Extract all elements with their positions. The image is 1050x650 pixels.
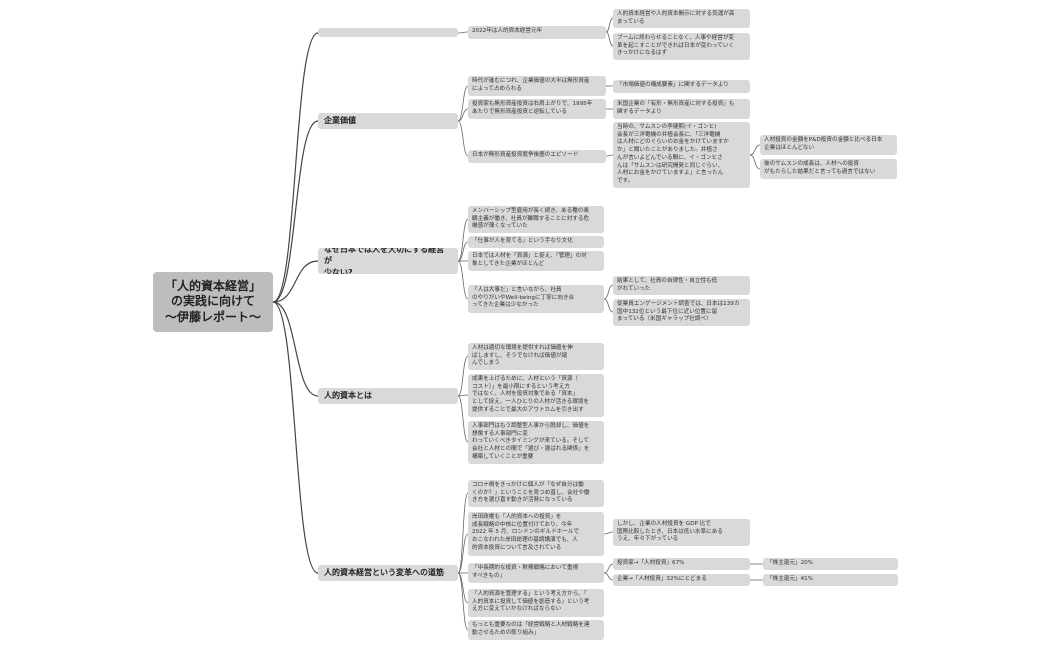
topic-kiun[interactable]: 人的資本経営や人的資本開示に対する気運が高 まっている	[613, 9, 750, 28]
connector-line	[603, 298, 614, 313]
topic-shigoto[interactable]: 「仕事が人を育てる」という手なり文化	[468, 236, 604, 248]
connector-line	[272, 32, 319, 303]
connector-line	[272, 120, 319, 303]
topic-gdp-hikaku[interactable]: しかし、企業の人材投資を GDP 比で 国際比較したとき、日本は低い水準にある …	[613, 519, 750, 546]
connector-line	[749, 154, 761, 170]
topic-beikoku[interactable]: 米国企業の「有形・無形資産に対する投資」も 関するデータより	[613, 99, 750, 119]
connector-line	[272, 260, 319, 303]
connector-line	[457, 241, 469, 262]
connector-line	[605, 17, 614, 33]
topic-toshika-67[interactable]: 投資家→「人材投資」67%	[613, 558, 750, 570]
topic-toshika-1995[interactable]: 投資家も無形資産投資は右肩上がりで、1995年 あたりで無形資産投資と逆転してい…	[468, 99, 606, 119]
topic-membership[interactable]: メンバーシップ型雇用が長く続き、ある種の楽 観主義が働き、社員が離職することに対…	[468, 206, 604, 233]
branch-henkaku[interactable]: 人的資本経営という変革への道筋	[318, 565, 458, 581]
connector-line	[603, 531, 614, 535]
topic-kanri-kara-toshi[interactable]: 「人的資源を管理する」という考え方から、「 人的資本に投資して価値を創造する」と…	[468, 589, 604, 617]
connector-line	[457, 31, 469, 34]
topic-jiritsu[interactable]: 結果として、社員の自律性・自立性も低 がれていった	[613, 276, 750, 295]
branch-empty-topic[interactable]	[318, 28, 458, 37]
connector-line	[457, 120, 469, 157]
topic-shijo-kachi[interactable]: 「市場価値の構成要素」に関するデータより	[613, 80, 750, 93]
branch-naze-nihon[interactable]: なぜ日本では人を大切にする経営が 少ない?	[318, 248, 458, 274]
branch-kigyo-kachi[interactable]: 企業価値	[318, 113, 458, 129]
topic-2022-gannen[interactable]: 2022年は人的資本経営元年	[468, 26, 606, 39]
root-topic[interactable]: 「人的資本経営」 の実践に向けて 〜伊藤レポート〜	[153, 272, 273, 332]
topic-kankyo[interactable]: 人材は適切な環境を提供すれば価値を伸 ばしますし、そうでなければ価値が縮 んでし…	[468, 343, 604, 370]
topic-pd-compare[interactable]: 人材投資の金額をP&D投資の金額と比べる日本 企業はほとんどない	[760, 135, 897, 155]
connector-line	[457, 395, 469, 443]
topic-shigen[interactable]: 日本では人材を「資源」と捉え、「管理」の対 象としてきた企業がほとんど	[468, 251, 604, 271]
connector-line	[457, 533, 469, 574]
connector-line	[457, 85, 469, 122]
topic-kabunushi-41[interactable]: 「株主還元」41%	[763, 574, 898, 586]
topic-samsung-quote[interactable]: 当時の、サムスンの李健熙(イ・ゴンヒ) 会長が三洋電機の井植会長に、「三洋電機 …	[613, 122, 750, 188]
connector-line	[749, 144, 761, 156]
connector-line	[457, 108, 469, 122]
connector-line	[605, 154, 614, 157]
connector-line	[605, 31, 614, 47]
topic-engagement[interactable]: 従業員エンゲージメント調査では、日本は139カ 国中132位という最下位に近い位…	[613, 299, 750, 326]
connector-line	[603, 563, 614, 574]
topic-mukei-shisan[interactable]: 時代が進むにつれ、企業価値の大半は無形資産 によって占められる	[468, 76, 606, 96]
topic-rendo[interactable]: もっとも重要なのは「経営戦略と人材戦略を連 動させるための取り組み」	[468, 620, 604, 640]
connector-line	[457, 572, 469, 631]
topic-jinji-bumon[interactable]: 人事部門はもう調整型人事から脱却し、価値を 想像する人事部門に変 わっていくべき…	[468, 421, 604, 464]
branch-jinteki-shihon[interactable]: 人的資本とは	[318, 388, 458, 404]
topic-kigyo-32[interactable]: 企業→「人材投資」32%にとどまる	[613, 574, 750, 586]
topic-hito-daiji[interactable]: 「人は大事だ」と言いながら、社員 のやりがいやWell-beingに丁寧に向き合…	[468, 285, 604, 313]
topic-corona[interactable]: コロナ禍をきっかけに個人が「なぜ自分は働 くのか？」ということを見つめ直し、会社…	[468, 480, 604, 507]
topic-kabunushi-20[interactable]: 「株主還元」20%	[763, 558, 898, 570]
connector-line	[603, 572, 614, 581]
topic-chuchoki[interactable]: 「中長期的な投資・財務戦略において重視 すべきもの」	[468, 563, 604, 583]
connector-line	[603, 284, 614, 300]
topic-boom[interactable]: ブームに終わらせることなく、人事や経営が変 革を起こすことができれば日本が変わっ…	[613, 33, 750, 60]
topic-episode[interactable]: 日本が無形資産投資競争後塵のエピソード	[468, 150, 606, 163]
topic-samsung-growth[interactable]: 後のサムスンの成長は、人材への投資 がもたらした結果だと言っても過言ではない	[760, 159, 897, 179]
connector-line	[457, 492, 469, 574]
connector-line	[457, 218, 469, 262]
connector-line	[272, 301, 319, 397]
connector-line	[457, 355, 469, 397]
connector-line	[272, 301, 319, 574]
topic-kishida[interactable]: 岸田政権も「人的資本への投資」を 成長戦略の中核に位置付けており、今年 2022…	[468, 512, 604, 556]
connector-line	[457, 260, 469, 300]
connector-line	[457, 394, 469, 397]
topic-shihon[interactable]: 成果を上げるために、人材という「資源（ コスト）」を最小限にするという考え方 で…	[468, 374, 604, 417]
